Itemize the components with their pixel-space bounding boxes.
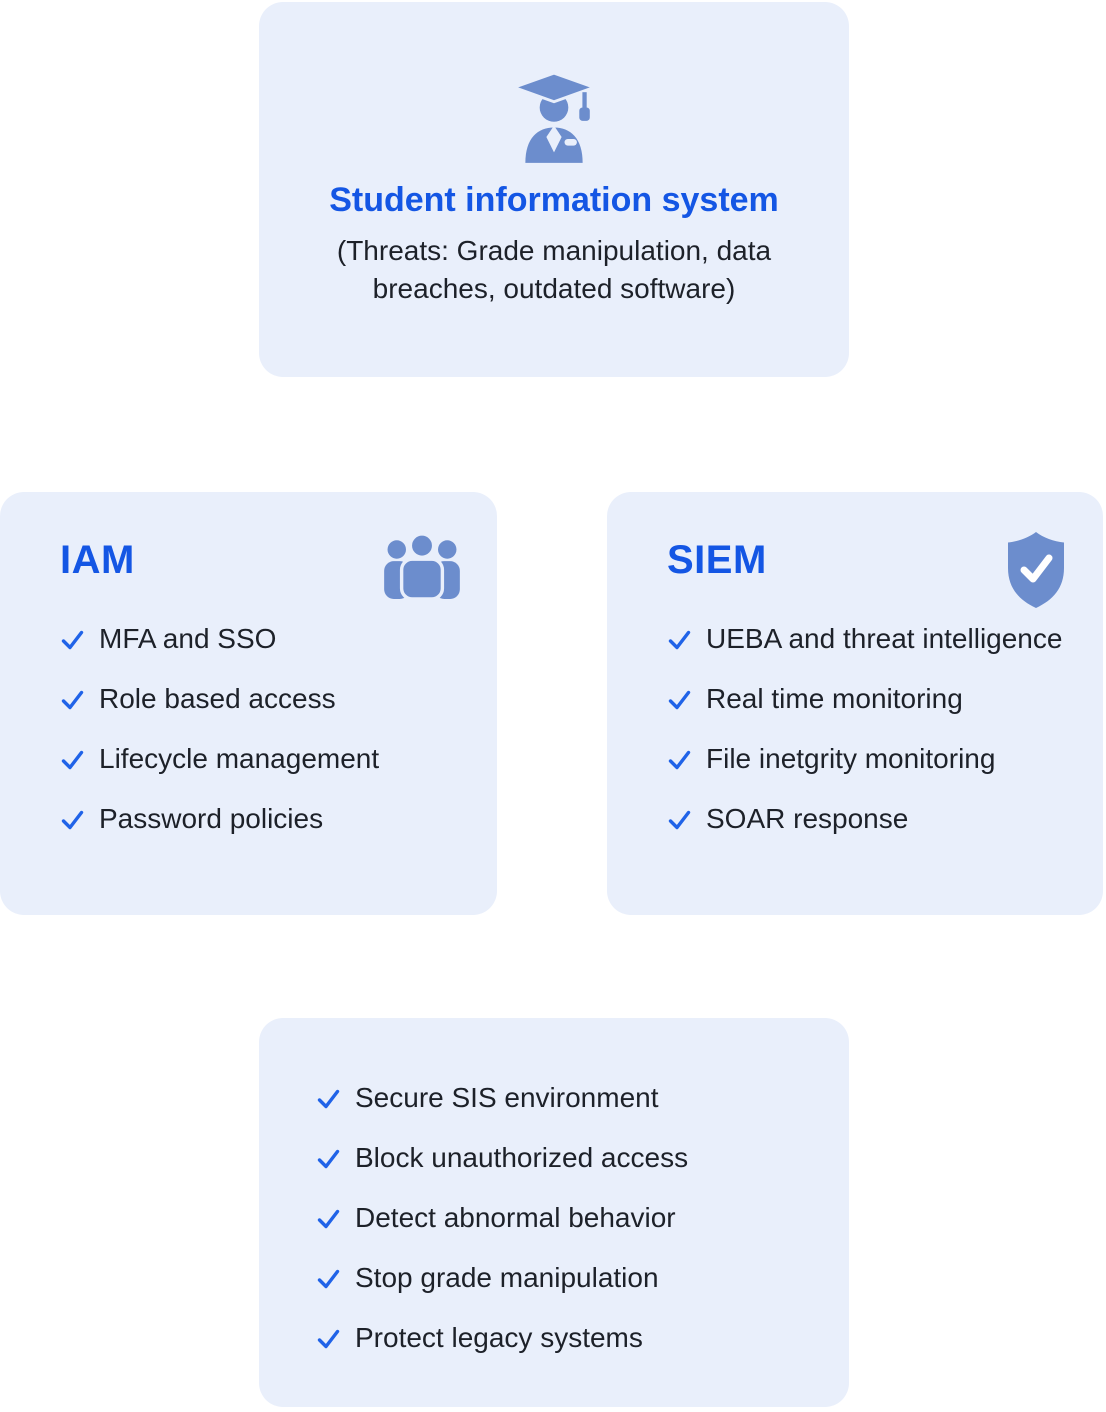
checkmark-icon <box>60 747 85 772</box>
iam-feature-label: MFA and SSO <box>99 623 277 654</box>
outcomes-list: Secure SIS environment Block unauthorize… <box>316 1082 829 1384</box>
graduate-student-icon <box>512 70 596 164</box>
checkmark-icon <box>60 807 85 832</box>
outcomes-card: Secure SIS environment Block unauthorize… <box>259 1018 849 1407</box>
siem-feature-item: UEBA and threat intelligence <box>667 623 1083 654</box>
siem-feature-list: UEBA and threat intelligence Real time m… <box>667 623 1083 865</box>
checkmark-icon <box>667 807 692 832</box>
siem-feature-item: SOAR response <box>667 803 1083 834</box>
iam-feature-item: Lifecycle management <box>60 743 477 774</box>
iam-card-header: IAM <box>0 492 497 599</box>
siem-feature-item: Real time monitoring <box>667 683 1083 714</box>
siem-feature-label: File inetgrity monitoring <box>706 743 996 774</box>
shield-check-icon <box>1005 530 1067 610</box>
siem-feature-label: UEBA and threat intelligence <box>706 623 1063 654</box>
outcome-item: Detect abnormal behavior <box>316 1202 829 1233</box>
outcome-label: Protect legacy systems <box>355 1322 643 1353</box>
outcome-item: Secure SIS environment <box>316 1082 829 1113</box>
outcome-label: Secure SIS environment <box>355 1082 659 1113</box>
siem-feature-item: File inetgrity monitoring <box>667 743 1083 774</box>
checkmark-icon <box>316 1266 341 1291</box>
siem-card-header: SIEM <box>607 492 1103 610</box>
siem-card: SIEM UEBA and threat intelligence <box>607 492 1103 915</box>
outcome-item: Stop grade manipulation <box>316 1262 829 1293</box>
checkmark-icon <box>316 1146 341 1171</box>
outcome-label: Detect abnormal behavior <box>355 1202 676 1233</box>
checkmark-icon <box>667 747 692 772</box>
sis-card-threats: (Threats: Grade manipulation, data breac… <box>336 235 772 305</box>
iam-feature-label: Lifecycle management <box>99 743 380 774</box>
outcome-label: Block unauthorized access <box>355 1142 689 1173</box>
checkmark-icon <box>316 1086 341 1111</box>
people-group-icon <box>383 533 461 599</box>
outcome-item: Protect legacy systems <box>316 1322 829 1353</box>
iam-feature-list: MFA and SSO Role based access <box>60 623 477 865</box>
sis-card-title: Student information system <box>329 181 779 219</box>
checkmark-icon <box>60 687 85 712</box>
iam-card: IAM <box>0 492 497 915</box>
siem-card-title: SIEM <box>667 538 767 582</box>
checkmark-icon <box>60 627 85 652</box>
iam-card-title: IAM <box>60 538 135 582</box>
iam-feature-item: Password policies <box>60 803 477 834</box>
outcome-label: Stop grade manipulation <box>355 1262 659 1293</box>
iam-feature-label: Password policies <box>99 803 324 834</box>
siem-feature-label: SOAR response <box>706 803 909 834</box>
iam-feature-item: Role based access <box>60 683 477 714</box>
iam-feature-label: Role based access <box>99 683 336 714</box>
checkmark-icon <box>316 1206 341 1231</box>
outcome-item: Block unauthorized access <box>316 1142 829 1173</box>
iam-feature-item: MFA and SSO <box>60 623 477 654</box>
siem-feature-label: Real time monitoring <box>706 683 963 714</box>
checkmark-icon <box>667 627 692 652</box>
sis-card: Student information system (Threats: Gra… <box>259 2 849 377</box>
checkmark-icon <box>316 1326 341 1351</box>
checkmark-icon <box>667 687 692 712</box>
